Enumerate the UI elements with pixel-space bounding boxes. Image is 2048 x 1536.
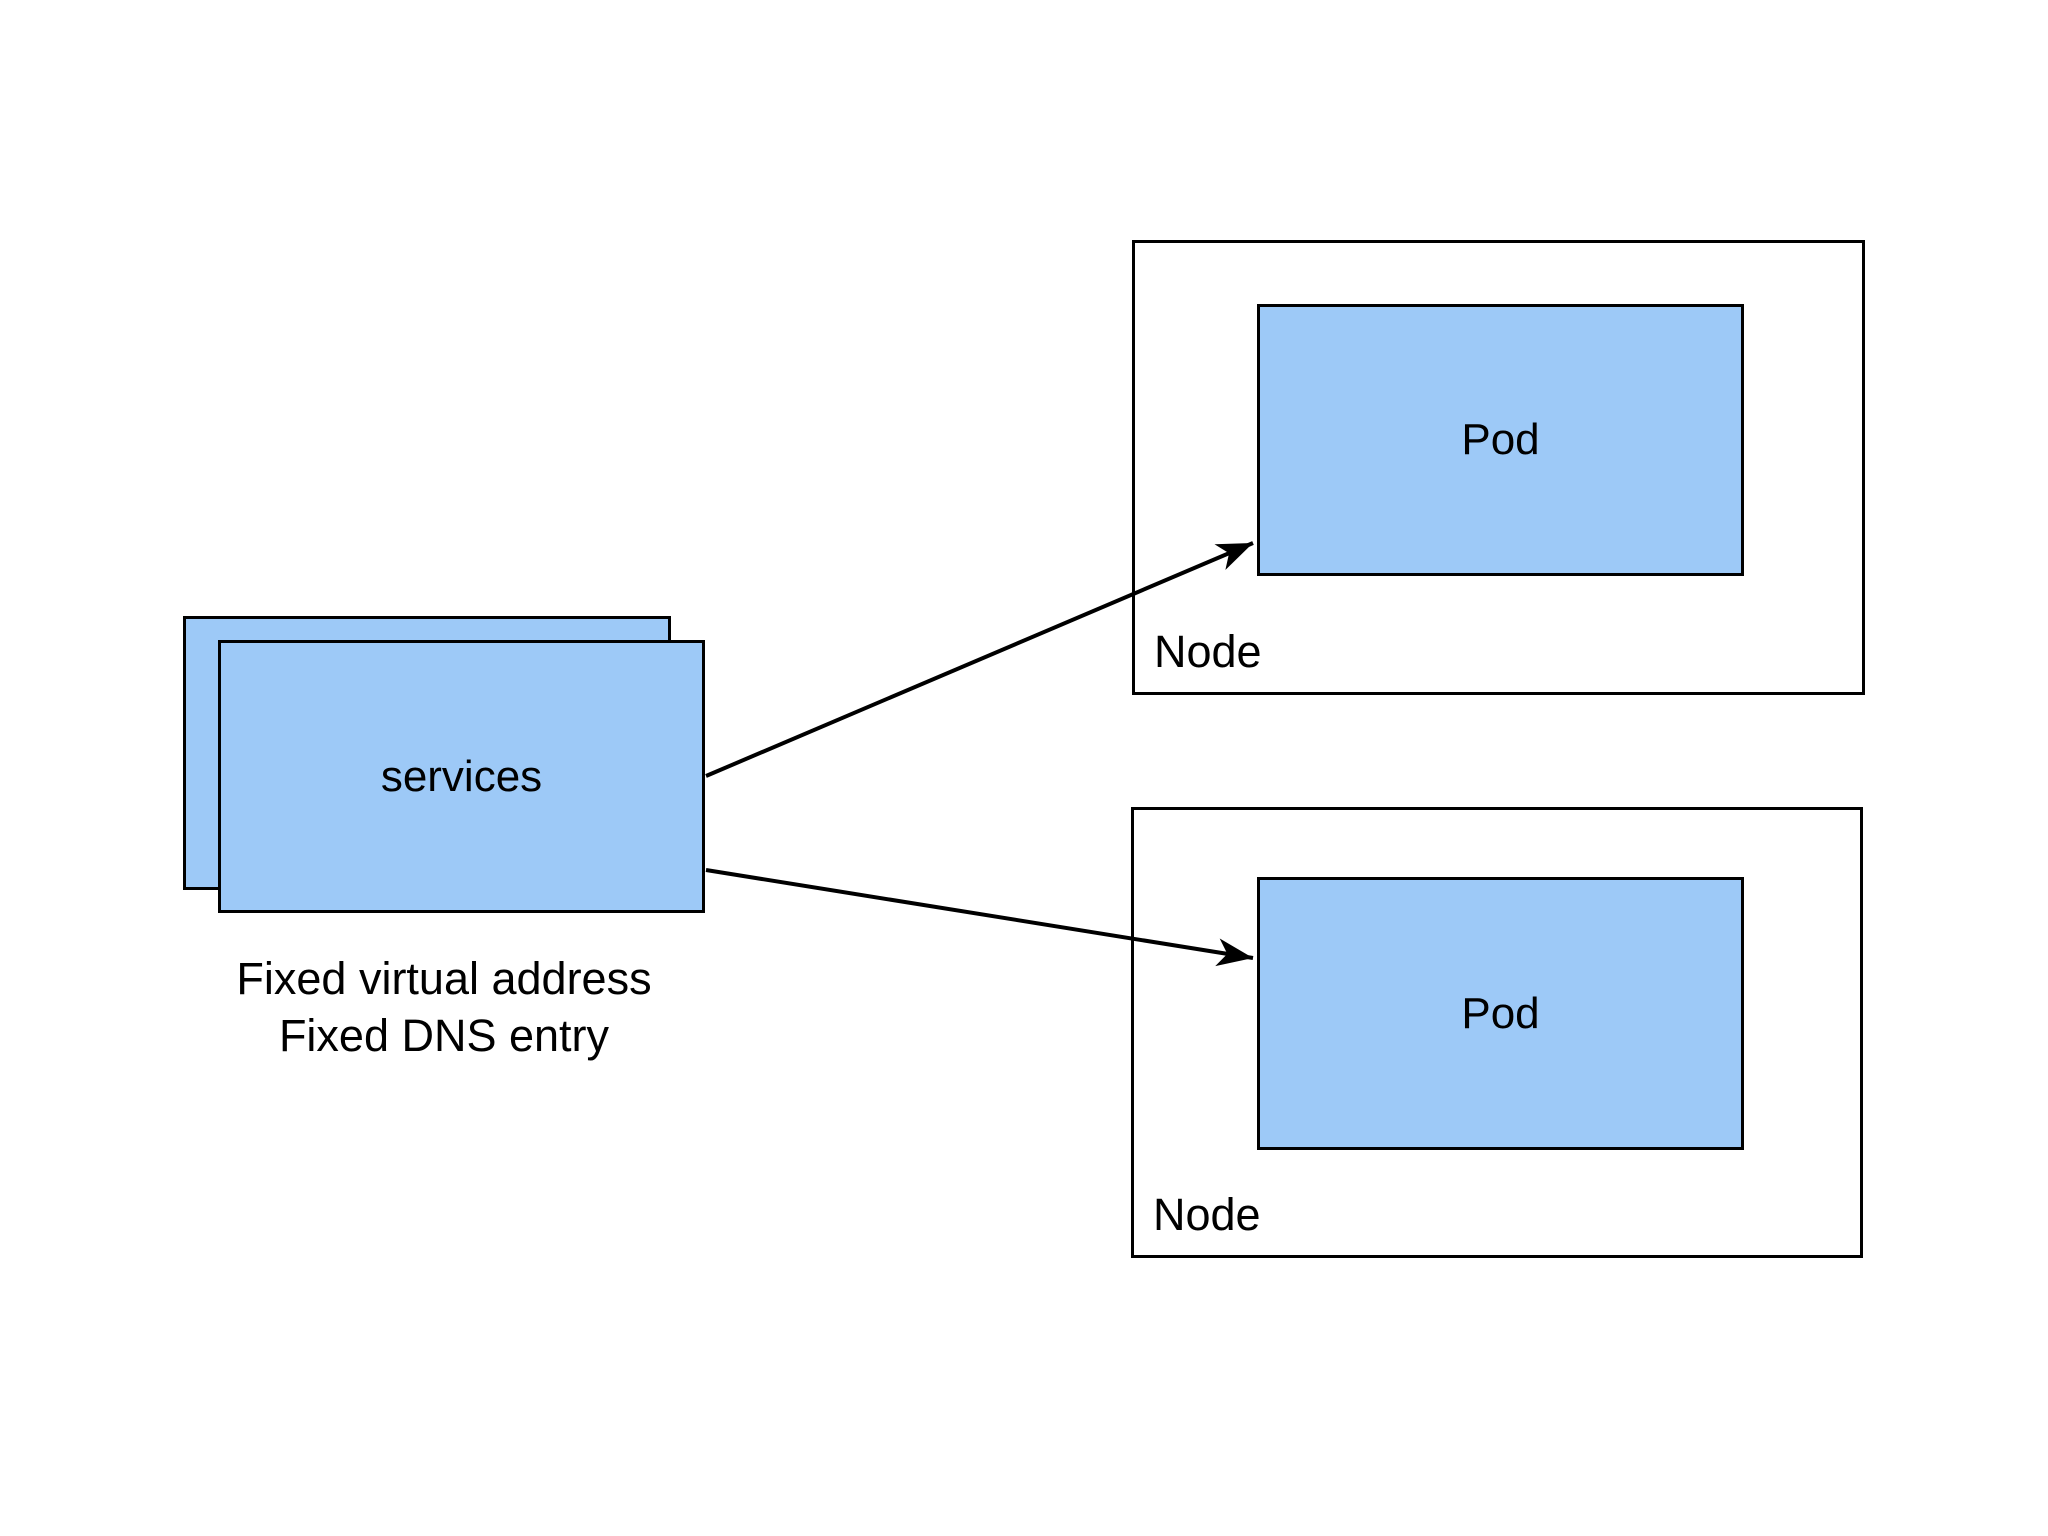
pod-label-top: Pod (1461, 415, 1540, 464)
node-box-bottom: Pod Node (1131, 807, 1863, 1258)
services-caption: Fixed virtual address Fixed DNS entry (143, 950, 745, 1064)
node-label-bottom: Node (1153, 1189, 1261, 1240)
caption-line-fixed-virtual-address: Fixed virtual address (236, 953, 652, 1004)
pod-box-bottom: Pod (1257, 877, 1744, 1150)
pod-box-top: Pod (1257, 304, 1744, 576)
services-label: services (380, 751, 543, 801)
node-label-top: Node (1154, 626, 1262, 677)
pod-label-bottom: Pod (1461, 988, 1540, 1038)
node-box-top: Pod Node (1132, 240, 1865, 695)
caption-line-fixed-dns-entry: Fixed DNS entry (278, 1010, 610, 1061)
services-box: services (218, 640, 705, 913)
